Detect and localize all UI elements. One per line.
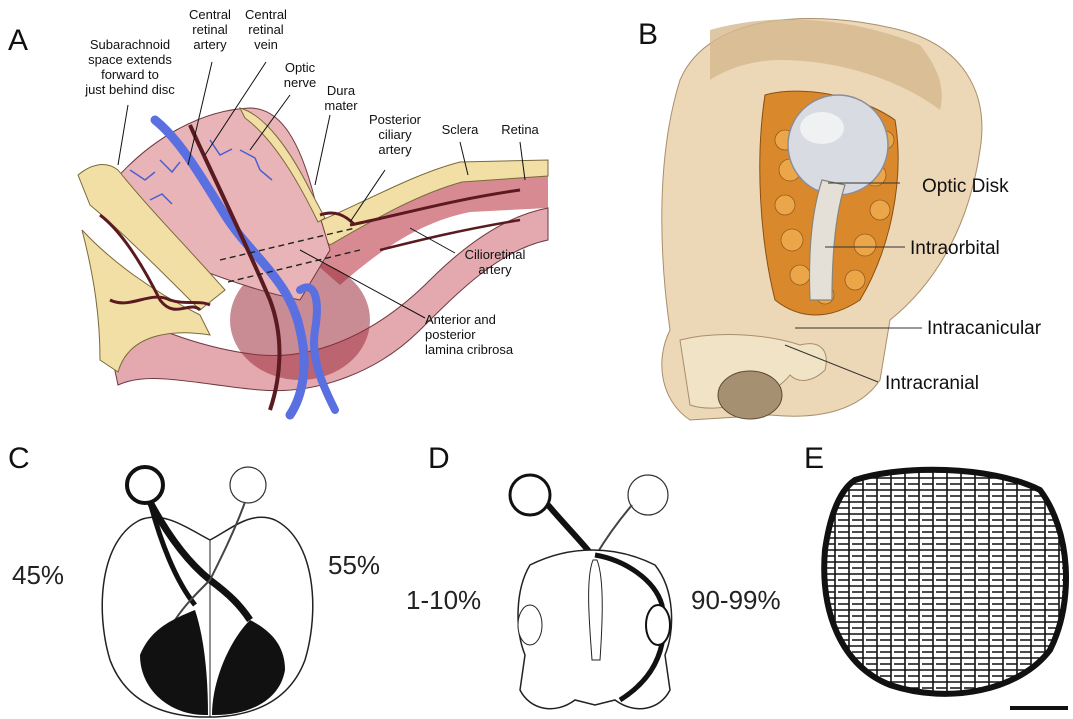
label-retina: Retina xyxy=(495,122,545,137)
label-line: lamina cribrosa xyxy=(425,342,535,357)
label-line: ciliary xyxy=(360,127,430,142)
label-line: artery xyxy=(360,142,430,157)
leader-subarachnoid xyxy=(118,105,128,165)
lgn-right xyxy=(646,605,670,645)
label-cilioretinal-artery: Cilioretinal artery xyxy=(455,247,535,277)
label-central-retinal-vein: Central retinal vein xyxy=(236,7,296,52)
percent-left-c: 45% xyxy=(12,560,64,591)
label-line: artery xyxy=(180,37,240,52)
orbit-illustration xyxy=(560,0,1073,430)
left-optic-nerve-d xyxy=(548,505,592,555)
label-line: Optic xyxy=(275,60,325,75)
right-eye xyxy=(230,467,266,503)
nerve-cross-section xyxy=(800,430,1073,719)
label-line: Posterior xyxy=(360,112,430,127)
midline-structure xyxy=(589,560,603,660)
label-line: mater xyxy=(318,98,364,113)
right-optic-nerve-d xyxy=(596,505,632,555)
left-eye xyxy=(127,467,163,503)
label-line: Central xyxy=(236,7,296,22)
label-dura-mater: Dura mater xyxy=(318,83,364,113)
label-sclera: Sclera xyxy=(435,122,485,137)
right-eye-d xyxy=(628,475,668,515)
rodent-visual-pathway-diagram xyxy=(400,430,800,719)
eye-globe xyxy=(788,95,888,195)
panel-b: B Optic Disk Intraorbital Intracanicular… xyxy=(560,0,1073,430)
label-line: retinal xyxy=(236,22,296,37)
label-line: retinal xyxy=(180,22,240,37)
label-line: Dura xyxy=(318,83,364,98)
label-subarachnoid: Subarachnoid space extends forward to ju… xyxy=(70,37,190,97)
label-line: forward to xyxy=(70,67,190,82)
percent-right-c: 55% xyxy=(328,550,380,581)
sella-structure xyxy=(718,371,782,419)
label-line: posterior xyxy=(425,327,535,342)
label-intracranial: Intracranial xyxy=(885,373,979,395)
globe-highlight xyxy=(800,112,844,144)
label-lamina-cribrosa: Anterior and posterior lamina cribrosa xyxy=(425,312,535,357)
leader-dura xyxy=(315,115,330,185)
lgn-left xyxy=(518,605,542,645)
fascicle-cross-section xyxy=(824,470,1066,694)
panel-c: C 45% 55% xyxy=(0,430,420,719)
label-line: artery xyxy=(455,262,535,277)
brain-outline xyxy=(102,517,313,717)
panel-d: D 1-10% 90-99% xyxy=(400,430,800,719)
label-line: Subarachnoid xyxy=(70,37,190,52)
left-eye-d xyxy=(510,475,550,515)
label-central-retinal-artery: Central retinal artery xyxy=(180,7,240,52)
label-posterior-ciliary-artery: Posterior ciliary artery xyxy=(360,112,430,157)
panel-e: E xyxy=(800,430,1073,719)
label-intraorbital: Intraorbital xyxy=(910,238,1000,260)
percent-left-d: 1-10% xyxy=(406,585,481,616)
label-line: vein xyxy=(236,37,296,52)
label-optic-disk: Optic Disk xyxy=(922,176,1009,198)
label-intracanicular: Intracanicular xyxy=(927,318,1041,340)
label-line: Anterior and xyxy=(425,312,535,327)
label-line: Central xyxy=(180,7,240,22)
percent-right-d: 90-99% xyxy=(691,585,781,616)
panel-a: A xyxy=(0,0,560,430)
label-line: Cilioretinal xyxy=(455,247,535,262)
label-line: just behind disc xyxy=(70,82,190,97)
label-line: space extends xyxy=(70,52,190,67)
